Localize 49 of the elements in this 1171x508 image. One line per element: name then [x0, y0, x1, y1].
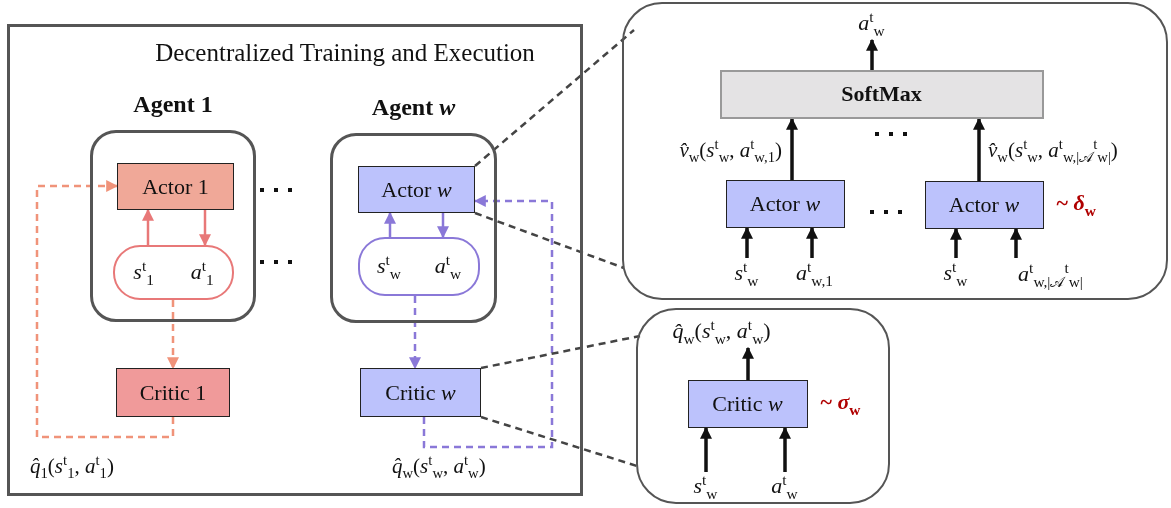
- frame-box: [7, 24, 583, 496]
- zoom-line: [480, 415, 638, 468]
- network-box: [360, 368, 481, 417]
- zoom-panel: [622, 2, 1168, 300]
- distribution-label: ~ σ$_{w}$: [820, 388, 861, 419]
- arrow: [437, 213, 449, 239]
- arrow: [866, 38, 878, 70]
- agent-heading: Agent w: [370, 94, 457, 121]
- arrow: [950, 227, 962, 258]
- arrow: [167, 300, 179, 370]
- box-label: Actor w: [749, 190, 821, 217]
- critic-box: [116, 368, 230, 417]
- edge-label: q̂$_{w}$(s$^{t}$$_{w}$, a$^{t}$$_{w}$): [392, 452, 487, 483]
- box-label: SoftMax: [841, 81, 922, 107]
- box-label: Actor w: [948, 191, 1020, 218]
- arrow: [35, 180, 175, 439]
- network-box: [358, 166, 475, 213]
- math-text: q̂$_{w}$(s$^{t}$$_{w}$, a$^{t}$$_{w}$): [672, 315, 771, 348]
- box-label: Actor w: [381, 176, 452, 203]
- zoom-panel: [636, 308, 890, 504]
- state-action-pill: [113, 245, 234, 300]
- box-label: Critic w: [385, 379, 456, 406]
- arrow: [741, 226, 753, 258]
- network-box: [725, 179, 845, 228]
- arrow: [199, 210, 211, 247]
- zoom-line: [474, 29, 635, 167]
- arrow: [422, 195, 554, 449]
- actor-box: [117, 163, 234, 210]
- agent-heading: Agent 1: [132, 91, 214, 118]
- arrow: [786, 117, 798, 180]
- box-label: Critic w: [712, 390, 783, 417]
- softmax-box: [719, 69, 1044, 119]
- edge-label: v̂$_{w}$(s$^{t}$$_{w}$, a$^{t}$$_{w,1}$): [678, 136, 782, 167]
- box-label: Actor 1: [142, 173, 209, 200]
- edge-label: q̂$_{1}$(s$^{t}$$_{1}$, a$^{t}$$_{1}$): [30, 452, 115, 483]
- arrow: [384, 211, 396, 237]
- arrow: [779, 426, 791, 472]
- arrow: [1010, 227, 1022, 258]
- arrow: [700, 426, 712, 472]
- box-label: Decentralized Training and Execution: [154, 39, 536, 67]
- distribution-label: ~ δ$_{w}$: [1056, 189, 1096, 220]
- box-label: Critic 1: [139, 379, 207, 406]
- arrow: [142, 208, 154, 245]
- arrow: [973, 117, 985, 181]
- arrow: [806, 226, 818, 258]
- arrow: [742, 346, 754, 380]
- state-action-pill: [358, 237, 480, 296]
- arrow: [409, 296, 421, 370]
- zoom-line: [474, 211, 625, 270]
